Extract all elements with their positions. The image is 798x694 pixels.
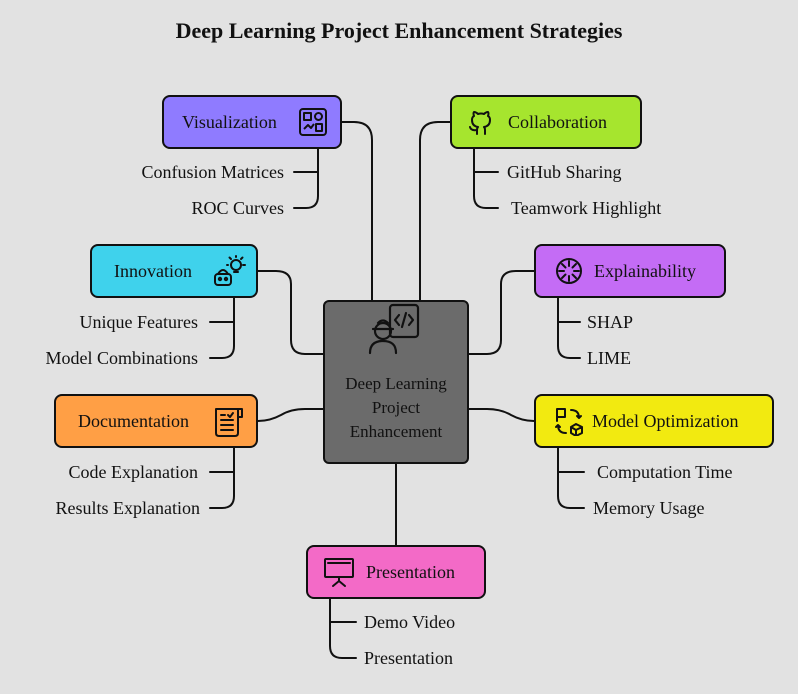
node-explainability-label: Explainability <box>594 260 696 281</box>
leaf-bracket-innovation <box>209 297 235 359</box>
leaf-unique-features: Unique Features <box>79 312 198 332</box>
node-collaboration-label: Collaboration <box>508 111 607 132</box>
leaf-github-sharing: GitHub Sharing <box>507 162 622 182</box>
link-collaboration <box>419 121 451 301</box>
leaf-bracket-explainability <box>557 297 581 359</box>
node-collaboration[interactable]: Collaboration <box>450 95 642 149</box>
node-documentation-label: Documentation <box>78 410 189 431</box>
link-visualization <box>341 121 373 301</box>
leaf-bracket-optimization <box>557 447 585 509</box>
node-innovation[interactable]: Innovation <box>90 244 258 298</box>
leaf-bracket-collaboration <box>473 147 499 209</box>
leaf-results-explanation: Results Explanation <box>55 498 200 518</box>
leaf-confusion-matrices: Confusion Matrices <box>141 162 284 182</box>
node-visualization-label: Visualization <box>182 111 277 132</box>
leaf-code-explanation: Code Explanation <box>68 462 198 482</box>
dashboard-chart-icon <box>296 105 330 139</box>
node-presentation-label: Presentation <box>366 561 455 582</box>
github-icon <box>464 105 498 139</box>
leaf-presentation: Presentation <box>364 648 453 668</box>
node-presentation[interactable]: Presentation <box>306 545 486 599</box>
leaf-memory-usage: Memory Usage <box>593 498 705 518</box>
leaf-bracket-presentation <box>329 597 357 659</box>
node-documentation[interactable]: Documentation <box>54 394 258 448</box>
link-innovation <box>257 270 324 355</box>
leaf-shap: SHAP <box>587 312 634 332</box>
aperture-icon <box>552 254 586 288</box>
node-explainability[interactable]: Explainability <box>534 244 726 298</box>
developer-code-icon <box>368 303 424 360</box>
center-node: Deep Learning Project Enhancement <box>323 300 469 464</box>
node-model-optimization[interactable]: Model Optimization <box>534 394 774 448</box>
node-innovation-label: Innovation <box>114 260 192 281</box>
leaf-teamwork-highlight: Teamwork Highlight <box>511 198 662 218</box>
node-visualization[interactable]: Visualization <box>162 95 342 149</box>
link-documentation <box>257 408 324 422</box>
node-model-optimization-label: Model Optimization <box>592 410 739 431</box>
leaf-bracket-visualization <box>293 147 319 209</box>
leaf-model-combinations: Model Combinations <box>45 348 199 368</box>
projector-screen-icon <box>322 555 356 589</box>
link-optimization <box>468 408 535 422</box>
leaf-lime: LIME <box>587 348 631 368</box>
leaf-demo-video: Demo Video <box>364 612 456 632</box>
center-label: Deep Learning Project Enhancement <box>345 374 447 441</box>
link-explainability <box>468 270 535 355</box>
leaf-bracket-documentation <box>209 447 235 509</box>
leaf-roc-curves: ROC Curves <box>191 198 284 218</box>
diagram-title: Deep Learning Project Enhancement Strate… <box>175 18 623 43</box>
robot-lightbulb-icon <box>212 254 246 288</box>
transform-shapes-icon <box>552 404 586 438</box>
leaf-computation-time: Computation Time <box>597 462 733 482</box>
document-list-icon <box>212 404 246 438</box>
